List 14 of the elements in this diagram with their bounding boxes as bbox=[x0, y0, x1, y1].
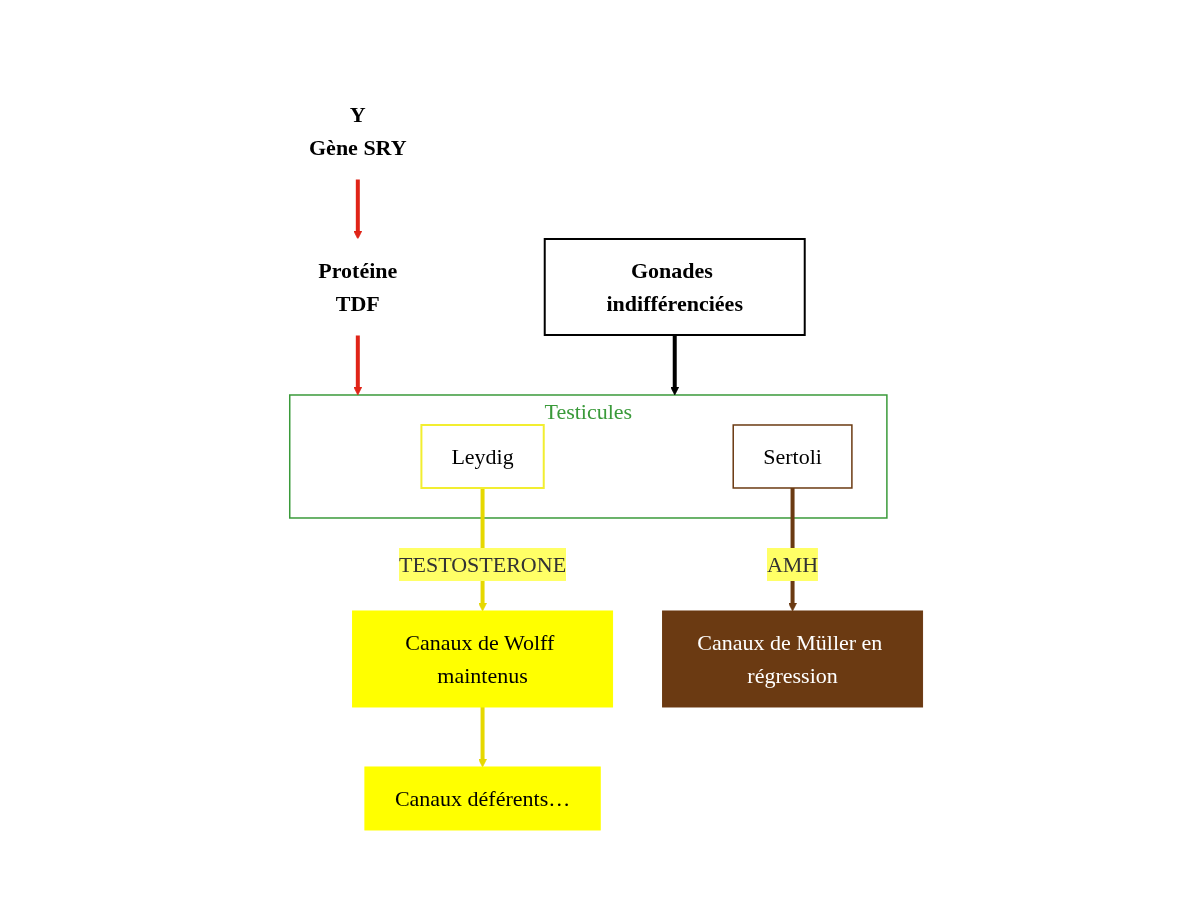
edge-label: TESTOSTERONE bbox=[399, 551, 567, 577]
node-box: Gonades indifférenciées bbox=[543, 238, 806, 336]
edge-label: AMH bbox=[767, 551, 819, 577]
arrow bbox=[353, 335, 363, 396]
node-box: Sertoli bbox=[732, 424, 853, 489]
node-text: Protéine TDF bbox=[318, 258, 398, 316]
node-box: Canaux de Wolff maintenus bbox=[352, 610, 614, 708]
arrow bbox=[670, 335, 680, 396]
node-box: Leydig bbox=[420, 424, 545, 489]
arrow bbox=[353, 179, 363, 240]
arrow bbox=[478, 707, 488, 768]
node-box: Canaux déférents… bbox=[364, 766, 601, 831]
node-box: Canaux de Müller en régression bbox=[662, 610, 924, 708]
node-text: Y Gène SRY bbox=[309, 102, 407, 160]
